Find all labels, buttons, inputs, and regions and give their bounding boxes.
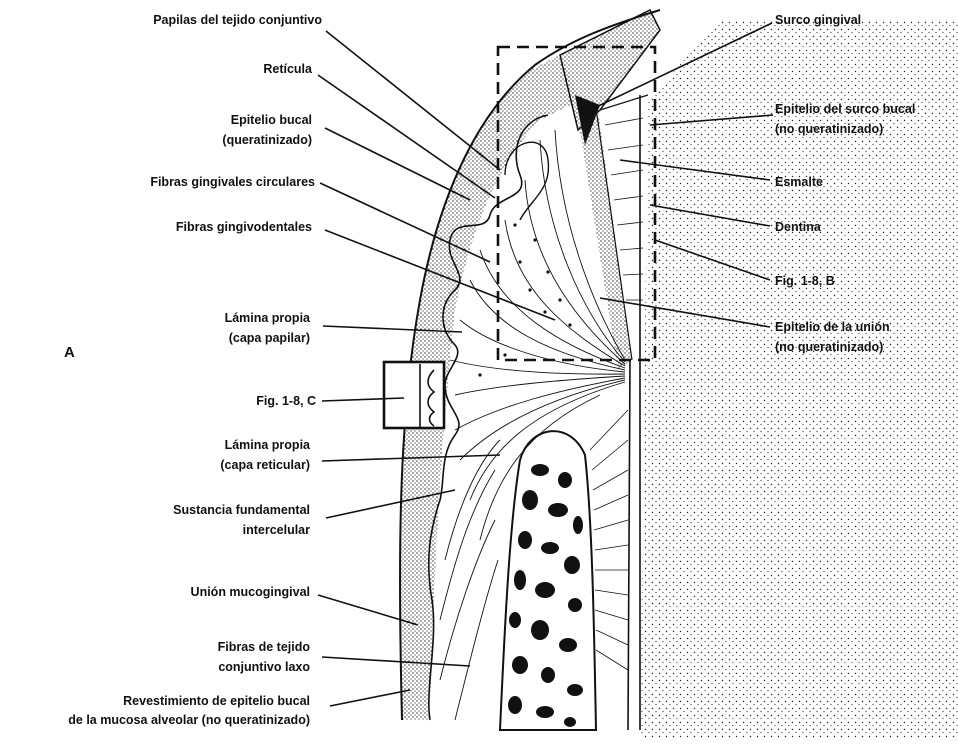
label-papilas: Papilas del tejido conjuntivo xyxy=(153,13,322,27)
label-epitelio-bucal-2: (queratinizado) xyxy=(222,133,312,147)
label-fibras-gingivodentales: Fibras gingivodentales xyxy=(176,220,312,234)
label-lamina-reticular-2: (capa reticular) xyxy=(220,458,310,472)
labels-left: Papilas del tejido conjuntivo Retícula E… xyxy=(68,13,322,727)
label-fig-b: Fig. 1-8, B xyxy=(775,274,835,288)
label-lamina-papilar-2: (capa papilar) xyxy=(229,331,310,345)
enamel-wedge xyxy=(560,10,660,130)
label-lamina-reticular-1: Lámina propia xyxy=(225,438,311,452)
label-lamina-papilar-1: Lámina propia xyxy=(225,311,311,325)
label-epitelio-surco-2: (no queratinizado) xyxy=(775,122,883,136)
fig-c-box xyxy=(384,362,444,428)
label-reticula: Retícula xyxy=(263,62,313,76)
panel-letter: A xyxy=(64,344,75,361)
label-epitelio-bucal-1: Epitelio bucal xyxy=(231,113,312,127)
label-fibras-circulares: Fibras gingivales circulares xyxy=(150,175,315,189)
label-surco: Surco gingival xyxy=(775,13,861,27)
label-fibras-laxo-2: conjuntivo laxo xyxy=(218,660,310,674)
junctional-epithelium xyxy=(580,110,632,370)
label-epitelio-union-2: (no queratinizado) xyxy=(775,340,883,354)
label-revestimiento-2: de la mucosa alveolar (no queratinizado) xyxy=(68,713,310,727)
label-fig-c: Fig. 1-8, C xyxy=(256,394,316,408)
label-sustancia-1: Sustancia fundamental xyxy=(173,503,310,517)
cell-dots xyxy=(478,223,571,376)
label-esmalte: Esmalte xyxy=(775,175,823,189)
label-dentina: Dentina xyxy=(775,220,822,234)
label-epitelio-union-1: Epitelio de la unión xyxy=(775,320,890,334)
periodontal-fibers xyxy=(590,410,628,670)
label-sustancia-2: intercelular xyxy=(243,523,311,537)
label-epitelio-surco-1: Epitelio del surco bucal xyxy=(775,102,915,116)
label-union-mucogingival: Unión mucogingival xyxy=(191,585,310,599)
papilla-tip xyxy=(505,142,548,220)
label-fibras-laxo-1: Fibras de tejido xyxy=(218,640,311,654)
label-revestimiento-1: Revestimiento de epitelio bucal xyxy=(123,694,310,708)
